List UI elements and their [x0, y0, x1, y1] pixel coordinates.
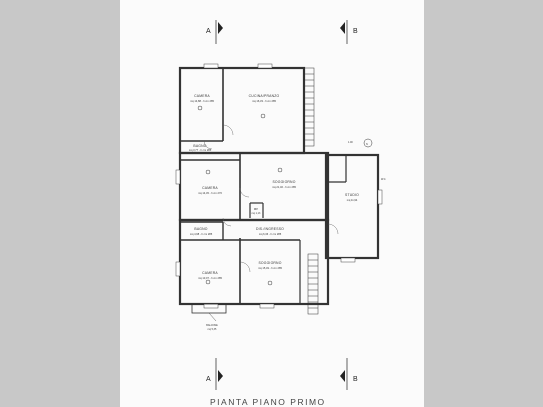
section-label-a-bottom: A [206, 376, 211, 383]
room-studio: STUDIO mq 11,94 [345, 193, 359, 202]
room-info-disimpegno: mq 6,36 - h cm 285 [259, 232, 282, 236]
room-name-camera-1: CAMERA [194, 94, 210, 98]
room-info-camera-3: mq 13,07 - h cm 285 [198, 276, 222, 280]
doors [203, 124, 339, 273]
room-info-studio: mq 11,94 [347, 198, 358, 202]
north-arrow-icon: N [363, 138, 373, 148]
room-info-soggiorno-2: mq 15,49 - h cm 285 [258, 266, 282, 270]
stairs-bottom [307, 253, 319, 315]
light-symbols [197, 105, 283, 286]
room-info-cucina: mq 16,33 - h cm 285 [252, 99, 276, 103]
room-name-bagno-2: BAGNO [194, 227, 207, 231]
section-label-b-top: B [353, 28, 358, 35]
room-name-wc: W.C. [381, 178, 387, 181]
room-info-bagno-2: mq 4,98 - h cm 285 [190, 232, 213, 236]
room-info-camera-1: mq 14,88 - h cm 285 [190, 99, 214, 103]
room-info-camera-2: mq 14,45 - h cm 270 [198, 191, 222, 195]
room-cucina: CUCINA/PRANZO mq 16,33 - h cm 285 [249, 94, 280, 103]
stairs-top [303, 67, 315, 147]
room-name-balcone: BALCONE [206, 324, 218, 327]
section-marker-b-bottom: B [340, 358, 358, 390]
room-rip: RIP. mq 1,13 [252, 208, 261, 215]
section-marker-a-top: A [206, 20, 223, 44]
room-name-camera-3: CAMERA [202, 271, 218, 275]
room-bagno-2: BAGNO mq 4,98 - h cm 285 [190, 227, 213, 236]
room-name-soggiorno-1: SOGGIORNO [272, 180, 295, 184]
drawing-title: PIANTA PIANO PRIMO [210, 397, 326, 407]
room-info-soggiorno-1: mq 21,46 - h cm 285 [272, 185, 296, 189]
room-disimpegno: DIS./INGRESSO mq 6,36 - h cm 285 [256, 227, 284, 236]
room-camera-1: CAMERA mq 14,88 - h cm 285 [190, 94, 214, 103]
section-label-b-bottom: B [353, 376, 358, 383]
room-name-cucina: CUCINA/PRANZO [249, 94, 280, 98]
room-name-camera-2: CAMERA [202, 186, 218, 190]
room-camera-2: CAMERA mq 14,45 - h cm 270 [198, 186, 222, 195]
room-name-soggiorno-2: SOGGIORNO [258, 261, 281, 265]
room-bagno-1: BAGNO mq 3,77 - h cm 285 [189, 144, 212, 152]
room-soggiorno-2: SOGGIORNO mq 15,49 - h cm 285 [258, 261, 282, 270]
section-label-a-top: A [206, 28, 211, 35]
room-name-disimpegno: DIS./INGRESSO [256, 227, 284, 231]
room-name-rip: RIP. [254, 208, 259, 211]
north-label: N [366, 143, 368, 146]
room-info-rip: mq 1,13 [252, 212, 261, 215]
windows [175, 63, 383, 309]
room-name-bagno-1: BAGNO [193, 144, 206, 148]
room-info-balcone: mq 5,35 [208, 328, 217, 331]
section-marker-a-bottom: A [206, 358, 223, 390]
room-wc: W.C. [381, 178, 387, 181]
drawing-sheet: A B A B [120, 0, 424, 407]
room-name-studio: STUDIO [345, 193, 359, 197]
section-marker-b-top: B [340, 20, 358, 44]
floor-plan: A B A B [175, 20, 387, 407]
room-soggiorno-1: SOGGIORNO mq 21,46 - h cm 285 [272, 180, 296, 189]
room-balcone: BALCONE mq 5,35 [206, 324, 218, 331]
door-tag: 1.00 [348, 141, 353, 144]
room-info-bagno-1: mq 3,77 - h cm 285 [189, 148, 212, 152]
room-camera-3: CAMERA mq 13,07 - h cm 285 [198, 271, 222, 280]
balcone [191, 303, 227, 322]
